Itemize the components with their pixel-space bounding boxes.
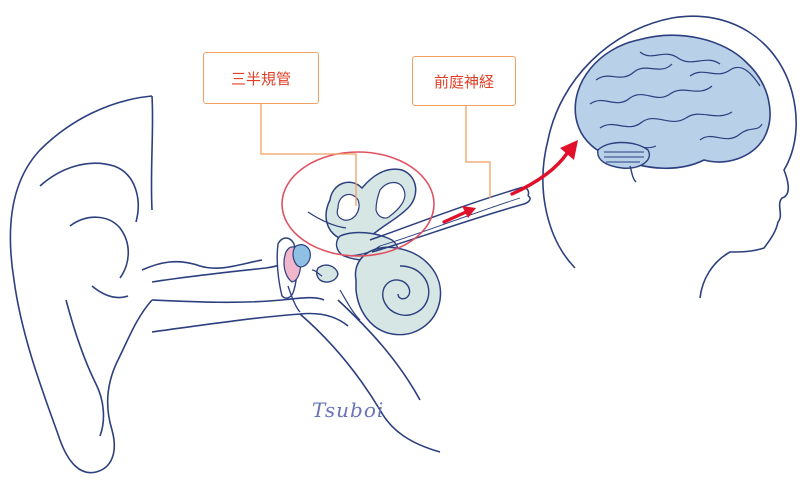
brain — [574, 34, 771, 183]
middle-ear — [276, 237, 339, 313]
incus — [292, 244, 311, 268]
signal-arrow-to-brain — [510, 140, 578, 196]
vestibular-nerve — [343, 186, 531, 257]
leader-line-nerve — [465, 106, 491, 198]
head-outline — [542, 15, 797, 299]
inner-ear — [307, 168, 531, 336]
signal-arrow-short — [442, 206, 476, 224]
stapes — [315, 264, 339, 283]
artist-signature: Tsuboi — [312, 398, 385, 422]
label-semicircular-canals: 三半規管 — [203, 52, 319, 104]
label-vestibular-nerve: 前庭神経 — [412, 56, 516, 106]
cerebellum — [597, 141, 651, 169]
brainstem — [629, 165, 637, 183]
leader-line-canals — [260, 104, 357, 206]
outer-ear — [9, 95, 263, 474]
cochlea — [339, 246, 442, 336]
semicircular-canals-highlight — [281, 151, 435, 257]
